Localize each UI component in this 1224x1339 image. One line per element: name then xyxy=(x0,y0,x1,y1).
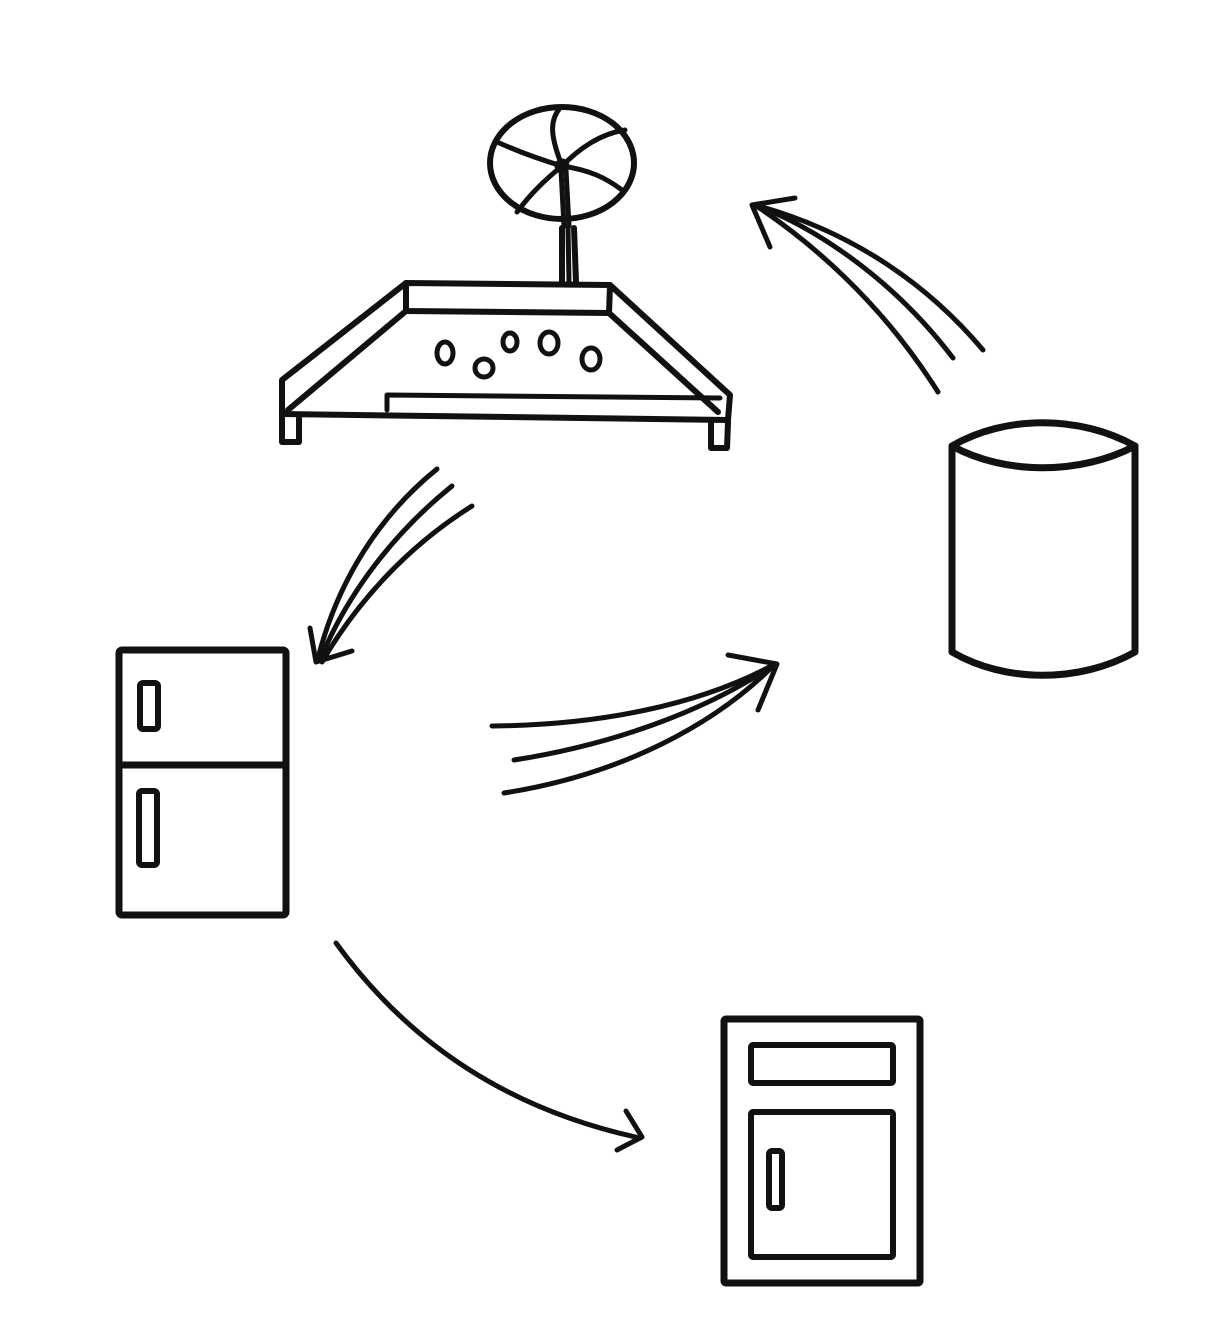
fan-stand xyxy=(558,167,579,285)
refrigerator-icon xyxy=(115,646,290,919)
fan-on-workbench-icon xyxy=(279,104,733,451)
workbench xyxy=(279,280,733,451)
cabinet-icon xyxy=(720,1015,924,1287)
arrow-refrigerator-to-cylinder xyxy=(489,652,780,796)
cylinder-icon xyxy=(948,419,1139,679)
arrow-fan-to-refrigerator xyxy=(307,466,475,665)
arrow-refrigerator-to-cabinet xyxy=(333,940,645,1153)
arrow-cylinder-to-fan xyxy=(749,195,986,395)
